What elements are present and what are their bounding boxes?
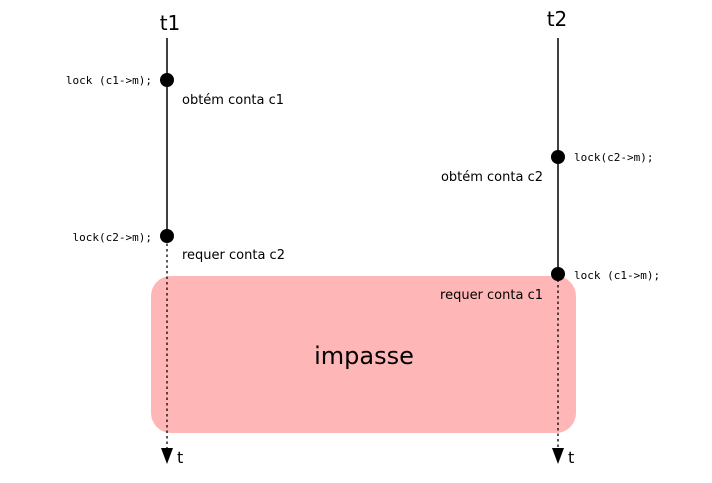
thread-t2-title: t2 [547, 7, 568, 31]
thread-t1-time-label: t [177, 448, 183, 467]
t2-lock-c2-description: obtém conta c2 [441, 170, 543, 185]
t2-lock-c1-code: lock (c1->m); [574, 269, 660, 282]
t1-lock-c1-description: obtém conta c1 [182, 93, 284, 108]
t1-lock-c2-code: lock(c2->m); [73, 231, 152, 244]
thread-t2-arrowhead [552, 448, 564, 464]
deadlock-label: impasse [314, 342, 414, 370]
thread-t1-arrowhead [161, 448, 173, 464]
thread-t2-time-label: t [568, 448, 574, 467]
t2-lock-c1-dot [551, 267, 565, 281]
thread-t1-title: t1 [160, 11, 181, 35]
deadlock-region [151, 276, 576, 433]
t1-lock-c1-code: lock (c1->m); [66, 74, 152, 87]
t1-lock-c2-description: requer conta c2 [182, 248, 285, 263]
t2-lock-c1-description: requer conta c1 [440, 288, 543, 303]
t2-lock-c2-code: lock(c2->m); [574, 151, 653, 164]
t1-lock-c2-dot [160, 229, 174, 243]
t1-lock-c1-dot [160, 73, 174, 87]
t2-lock-c2-dot [551, 150, 565, 164]
